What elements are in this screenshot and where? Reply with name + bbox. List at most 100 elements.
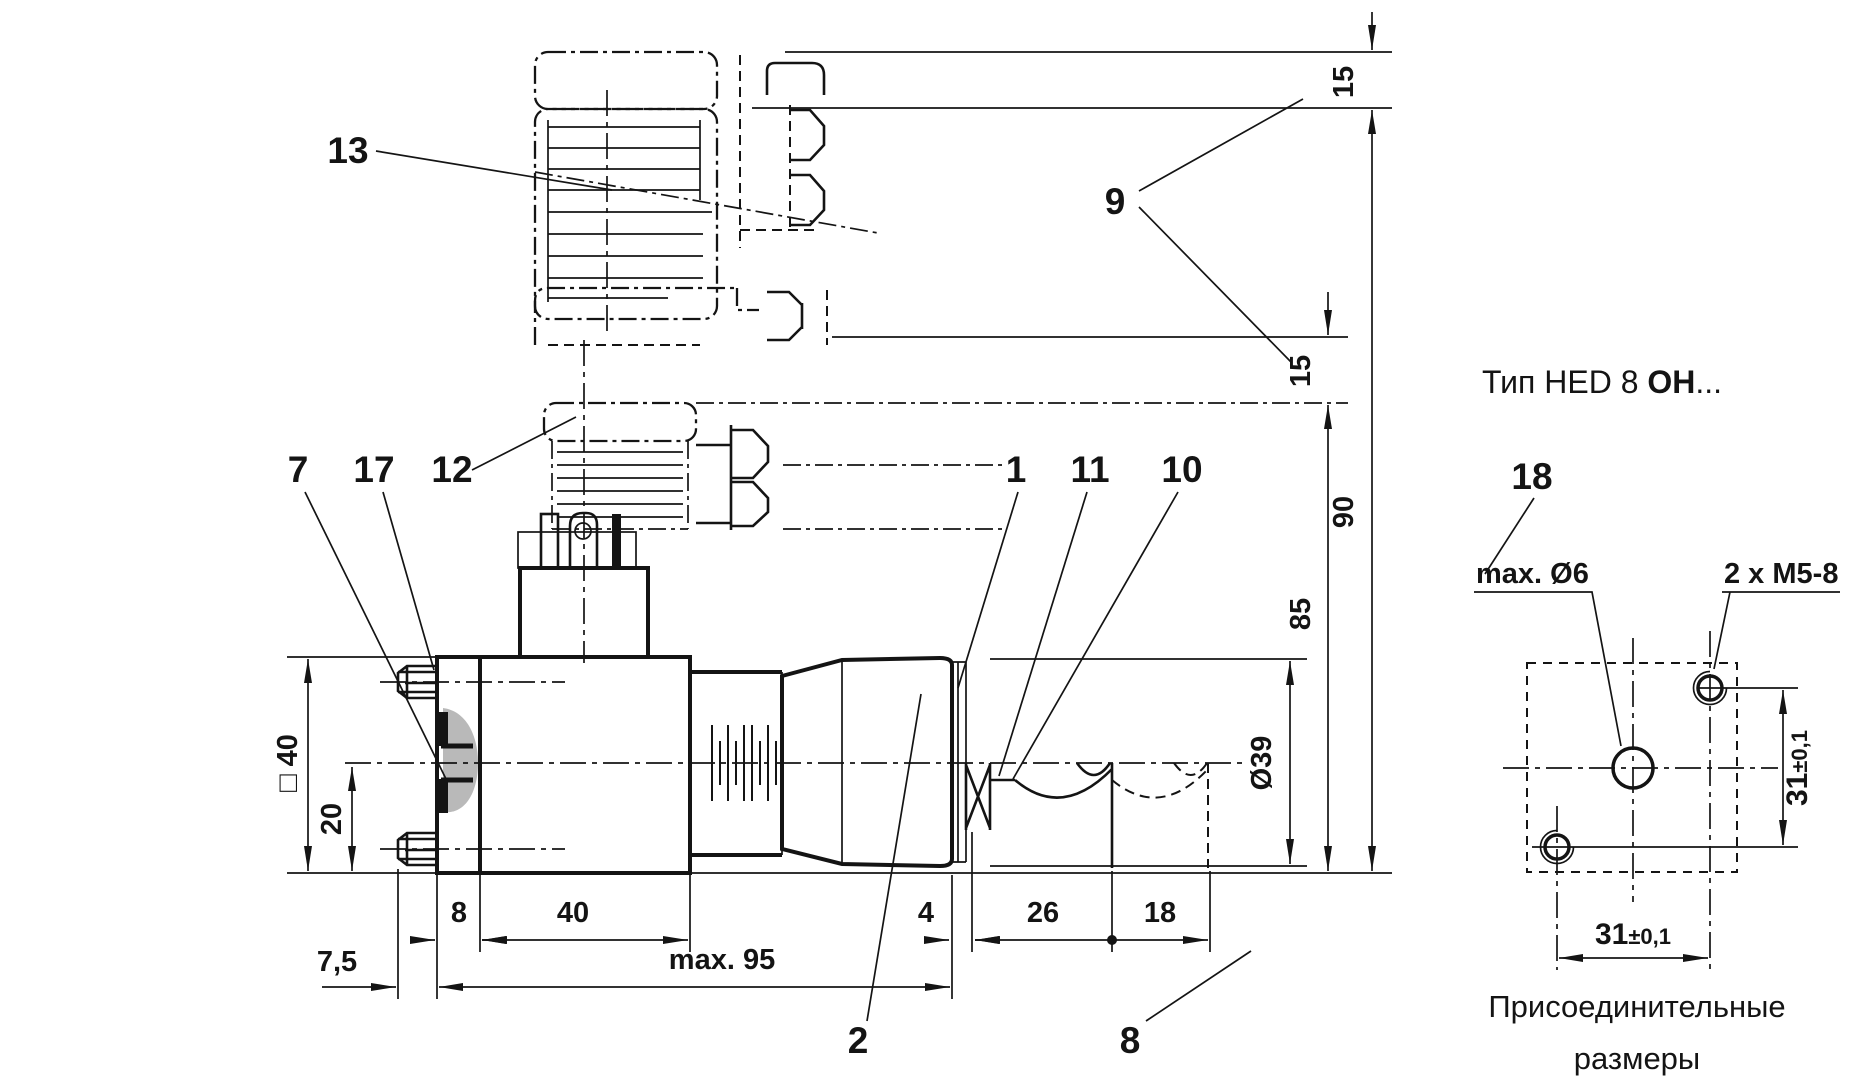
item-label-10: 10: [1161, 449, 1202, 490]
m5-thread-arc-bottom-left: [1539, 829, 1575, 865]
note-max-d6-leader: [1474, 591, 1622, 747]
dimension-90: 90: [1328, 110, 1376, 871]
item-label-11: 11: [1070, 449, 1109, 490]
note-2xM5: 2 x M5-8: [1724, 558, 1838, 590]
title-suffix: ...: [1695, 364, 1722, 400]
extension-lines: [287, 51, 1798, 999]
dim-31v-main: 31: [1781, 773, 1814, 806]
dim-31h-tol: ±0,1: [1628, 924, 1671, 949]
caption-line2: размеры: [1574, 1041, 1700, 1076]
dimension-square40: □ 40: [272, 659, 312, 871]
knob-outline-item-1-2: [780, 655, 954, 869]
type-title-text: Тип HED 8 ОН...: [1482, 364, 1722, 400]
switch-body: [380, 655, 692, 875]
note-2xM5-leader: [1713, 591, 1840, 670]
leader-2: [866, 693, 922, 1022]
dim-text-7-5: 7,5: [317, 946, 357, 978]
leader-9: [1138, 98, 1304, 363]
cam-bar-upper: [439, 712, 448, 746]
plug12-cap: [542, 401, 698, 443]
dim-text-20: 20: [316, 803, 348, 835]
leader-18: [1484, 497, 1535, 575]
spigot-thread-dashed: [1111, 762, 1209, 868]
plug12-ribs: [557, 451, 683, 518]
plug12-gland-bumps: [696, 425, 770, 530]
socket-rib-lines: [548, 126, 712, 299]
coil-and-pins: [517, 511, 650, 659]
item-label-17: 17: [353, 449, 394, 490]
dim-text-8: 8: [451, 897, 467, 929]
flange-centerlines: [1503, 631, 1778, 970]
cable-direction-phantom-line: [534, 171, 879, 234]
dim-text-40: 40: [557, 897, 589, 929]
spigot-hex-item-10: [990, 762, 1114, 868]
title-prefix: Тип HED 8: [1482, 364, 1647, 400]
dim-text-18: 18: [1144, 897, 1176, 929]
cam-bar-lower: [439, 779, 448, 813]
neck-outline: [690, 670, 782, 857]
mounting-face-view: 18 max. Ø6 2 x M5-8 31±0,1 31±0,1 Присое…: [1474, 456, 1840, 1076]
plug12-phantom-extensions: [696, 402, 1348, 530]
seal-item-11: [964, 763, 992, 830]
leader-10: [1012, 491, 1179, 780]
item-label-7: 7: [288, 449, 309, 490]
dimension-85: 85: [1285, 405, 1332, 871]
item-label-2: 2: [848, 1020, 869, 1061]
item-callouts: 13 9 7 17 12 1 11 10 2 8: [288, 98, 1304, 1061]
dimension-26: 26: [975, 897, 1117, 945]
note-max-d6: max. Ø6: [1476, 558, 1589, 590]
socket-body-outline: [533, 107, 719, 321]
socket-rib-side-lines: [547, 120, 701, 302]
dim-text-90: 90: [1328, 496, 1360, 528]
din-plug-item-12: [542, 340, 1348, 663]
dim-text-d39: Ø39: [1246, 736, 1278, 791]
pin-left: [539, 512, 560, 570]
leader-11: [998, 491, 1088, 777]
vertical-extension-lines: [397, 832, 1211, 999]
dimension-max95: max. 95: [439, 944, 950, 991]
flange-outline-dashed: [1526, 662, 1738, 873]
item-label-9: 9: [1105, 181, 1126, 222]
pin-center: [568, 511, 599, 568]
cable-socket-rotated-position: [533, 286, 828, 346]
end-ring: [952, 661, 967, 863]
item-label-13: 13: [327, 130, 368, 171]
plug-gland-profile: [765, 61, 826, 227]
item-label-1: 1: [1006, 449, 1027, 490]
leader-1: [957, 491, 1019, 689]
lock-cam-item-7: [443, 708, 478, 813]
rotated-gland-profile: [767, 290, 804, 342]
rotated-gland-dashes: [548, 290, 828, 346]
caption-line1: Присоединительные: [1488, 989, 1785, 1024]
socket-cap-outline: [533, 50, 719, 111]
item-label-18: 18: [1511, 456, 1552, 497]
type-title: Тип HED 8 ОН...: [1482, 364, 1722, 400]
dim-text-85: 85: [1285, 598, 1317, 630]
plug-edge-dashed: [739, 55, 791, 248]
item-label-8: 8: [1120, 1020, 1141, 1061]
dim-text-sq40: □ 40: [272, 734, 304, 792]
rotated-socket-partial-outline: [533, 286, 759, 345]
dim-text-31-horizontal: 31±0,1: [1595, 918, 1671, 951]
dim-31v-tol: ±0,1: [1787, 730, 1812, 773]
leader-13: [375, 150, 613, 191]
leader-7: [304, 491, 448, 782]
cable-socket-upper-position: [533, 50, 879, 332]
pin-right: [612, 514, 621, 568]
item-label-12: 12: [431, 449, 472, 490]
dim-text-31-vertical: 31±0,1: [1781, 730, 1814, 806]
adjustment-end: [345, 655, 1248, 869]
dimension-4: 4: [918, 897, 1000, 944]
dimension-40: 40: [482, 897, 688, 944]
dimension-7-5: 7,5: [317, 946, 396, 991]
dim-text-4: 4: [918, 897, 934, 929]
dim-text-26: 26: [1027, 897, 1059, 929]
m5-thread-arc-top-right: [1692, 670, 1728, 706]
body-block: [478, 655, 692, 875]
leader-12: [471, 416, 577, 471]
dimension-8: 8: [410, 897, 507, 944]
pin-center-hole: [574, 522, 592, 540]
dimension-15-top: 15: [1328, 12, 1376, 98]
